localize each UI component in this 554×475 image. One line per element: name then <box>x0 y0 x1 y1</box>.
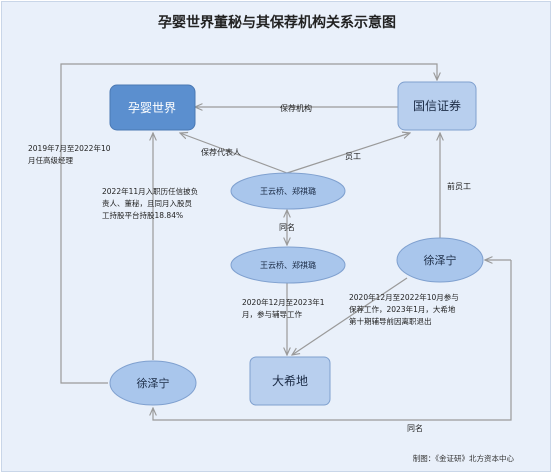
node-xu-left: 徐泽宁 <box>109 360 197 406</box>
diagram-title: 孕婴世界董秘与其保荐机构关系示意图 <box>158 15 396 31</box>
edge-right <box>292 277 408 355</box>
note-center: 2020年12月至2023年1 月，参与辅导工作 <box>242 297 325 319</box>
edge-same-name-bottom <box>153 260 512 421</box>
edge-same-name-bottom-label: 同名 <box>407 423 423 433</box>
note-left-top: 2019年7月至2022年10 月任高级经理 <box>28 143 111 165</box>
node-wang-zheng-top-label: 王云桥、郑祺璐 <box>260 186 316 196</box>
loop-xu-left-to-guoxin <box>60 63 437 384</box>
node-wang-zheng-mid-label: 王云桥、郑祺璐 <box>260 260 316 270</box>
node-xu-right-label: 徐泽宁 <box>424 253 457 267</box>
node-daxidi-label: 大希地 <box>272 373 308 388</box>
note-right-line: 第十期辅导前因离职退出 <box>349 316 432 326</box>
note-center-line: 2020年12月至2023年1 <box>242 297 325 307</box>
edge-employee <box>286 133 410 174</box>
note-left-top-line: 2019年7月至2022年10 <box>28 143 111 153</box>
edge-employee-label: 员工 <box>345 152 361 161</box>
node-yunying-label: 孕婴世界 <box>128 101 176 115</box>
node-wang-zheng-top: 王云桥、郑祺璐 <box>230 172 346 210</box>
note-center-line: 月，参与辅导工作 <box>242 309 302 319</box>
note-right-line: 保荐工作，2023年1月，大希地 <box>349 304 456 314</box>
edge-sponsor-label: 保荐机构 <box>280 103 312 113</box>
edge-sponsor-rep-label: 保荐代表人 <box>201 147 241 157</box>
note-right-line: 2020年12月至2022年10月参与 <box>349 292 459 302</box>
credit: 制图：《金证研》北方资本中心 <box>413 453 515 463</box>
node-xu-left-label: 徐泽宁 <box>137 376 170 390</box>
note-left-mid: 2022年11月入职历任信披负 责人、董秘，且同月入股员 工持股平台持股18.8… <box>102 186 198 220</box>
edge-same-name-mid-label: 同名 <box>279 222 295 232</box>
edge-former-employee-label: 前员工 <box>447 181 471 191</box>
edge-sponsor-rep <box>180 133 288 174</box>
note-left-mid-line: 2022年11月入职历任信披负 <box>102 186 198 196</box>
node-guoxin-label: 国信证券 <box>413 98 461 113</box>
note-left-top-line: 月任高级经理 <box>28 155 73 165</box>
note-left-mid-line: 工持股平台持股18.84% <box>102 210 183 220</box>
note-left-mid-line: 责人、董秘，且同月入股员 <box>102 198 192 208</box>
note-right: 2020年12月至2022年10月参与 保荐工作，2023年1月，大希地 第十期… <box>349 292 459 326</box>
node-xu-right: 徐泽宁 <box>396 237 484 283</box>
connectors <box>60 63 512 421</box>
node-wang-zheng-mid: 王云桥、郑祺璐 <box>230 246 346 284</box>
node-daxidi: 大希地 <box>249 356 331 406</box>
node-yunying: 孕婴世界 <box>109 84 196 131</box>
node-guoxin: 国信证券 <box>397 81 477 131</box>
